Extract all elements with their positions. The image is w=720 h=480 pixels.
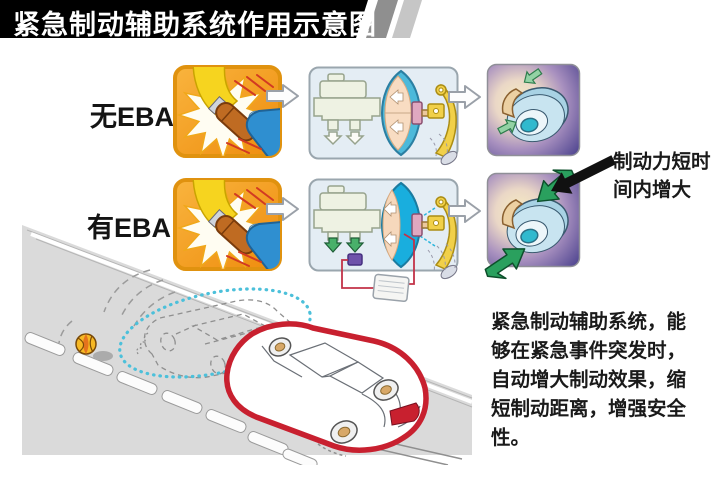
shoe [207, 96, 257, 142]
pressure-increase-arrows [323, 237, 365, 253]
flow-arrow-icon [266, 197, 299, 221]
driver-foot [427, 243, 458, 280]
title-stripe-dark [366, 0, 398, 38]
sensor-wire [341, 233, 415, 289]
pedal-press-panel-row1 [173, 65, 282, 158]
speed-lines [226, 74, 274, 154]
description-text: 紧急制动辅助系统，能够在紧急事件突发时，自动增大制动效果，缩短制动距离，增强安全… [491, 311, 687, 449]
without-eba-stop-loop [118, 287, 312, 379]
flow-arrow-icon [448, 85, 481, 109]
page-title: 紧急制动辅助系统作用示意图 [13, 10, 377, 40]
shoe [207, 209, 257, 255]
brake-booster-panel-row2-eba [308, 178, 459, 303]
pedal-press-panel-row2 [173, 178, 282, 271]
flow-arrow-icon [448, 199, 481, 223]
brake-force-note: 制动力短时 间内增大 [613, 148, 711, 204]
brake-force-note-line1: 制动力短时 [613, 151, 711, 173]
master-cylinder [313, 185, 381, 241]
brake-force-note-line2: 间内增大 [613, 179, 692, 201]
taillight [389, 402, 420, 426]
brake-disc-panel-row2 [484, 169, 581, 280]
speed-lines [226, 187, 274, 267]
pressure-sensor [347, 253, 363, 266]
row-label-with-eba: 有EBA [87, 213, 172, 243]
ecu-box [372, 273, 410, 303]
ball-icon [75, 333, 113, 361]
caliper [501, 199, 524, 230]
flow-arrow-icon [266, 84, 299, 108]
title-banner-shape [0, 0, 422, 38]
car-wheels [268, 337, 399, 444]
master-cylinder [313, 73, 381, 146]
pant-leg [245, 220, 280, 269]
brake-disc-panel-row1 [486, 63, 581, 157]
lane-markings [24, 332, 318, 465]
driver-foot [429, 133, 458, 166]
brake-disc [506, 87, 569, 143]
brake-disc [506, 198, 569, 254]
road-scene-illustration [22, 225, 473, 465]
brake-force-arrow-icon-small [497, 67, 543, 135]
pointer-arrow-icon [551, 155, 616, 194]
title-banner: 紧急制动辅助系统作用示意图 [0, 0, 440, 40]
brake-booster-panel-row1 [308, 66, 459, 166]
title-stripe-light [392, 0, 422, 38]
pant-leg [245, 107, 280, 156]
eba-car [224, 321, 429, 453]
vacuum-booster [380, 69, 441, 157]
row-label-without-eba: 无EBA [90, 102, 175, 132]
caliper [501, 88, 524, 119]
